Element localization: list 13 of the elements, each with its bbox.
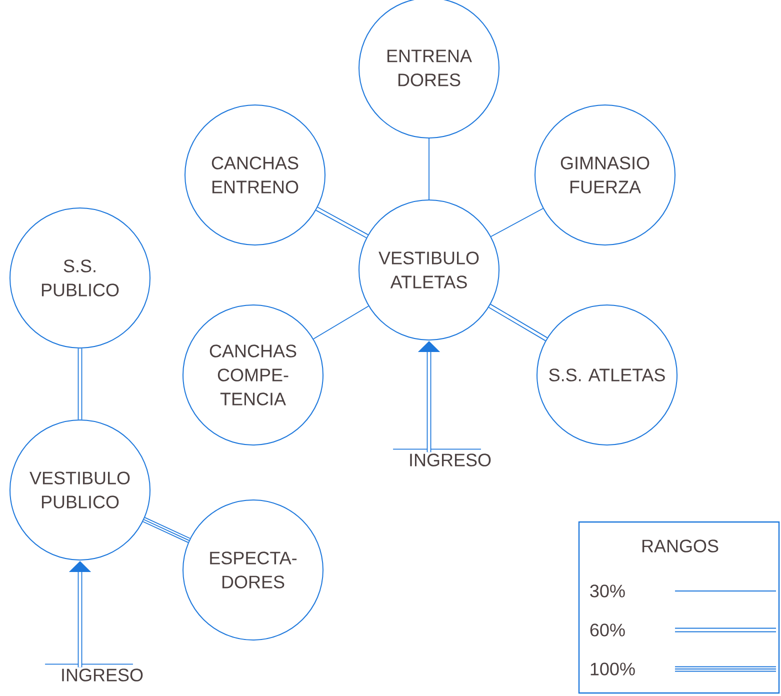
legend-title: RANGOS bbox=[642, 540, 718, 552]
legend-label: 60% bbox=[590, 624, 625, 636]
connector-line bbox=[316, 206, 368, 238]
connector-line bbox=[313, 306, 369, 340]
connector-line bbox=[142, 517, 190, 543]
connector-line bbox=[78, 348, 82, 420]
entrance-label: INGRESO bbox=[62, 668, 143, 682]
legend-label: 100% bbox=[590, 662, 635, 676]
connector-line bbox=[428, 138, 430, 200]
entrance-label: INGRESO bbox=[410, 454, 491, 466]
legend-label: 30% bbox=[590, 584, 625, 598]
connector-line bbox=[488, 304, 548, 342]
connector-line bbox=[490, 208, 544, 237]
